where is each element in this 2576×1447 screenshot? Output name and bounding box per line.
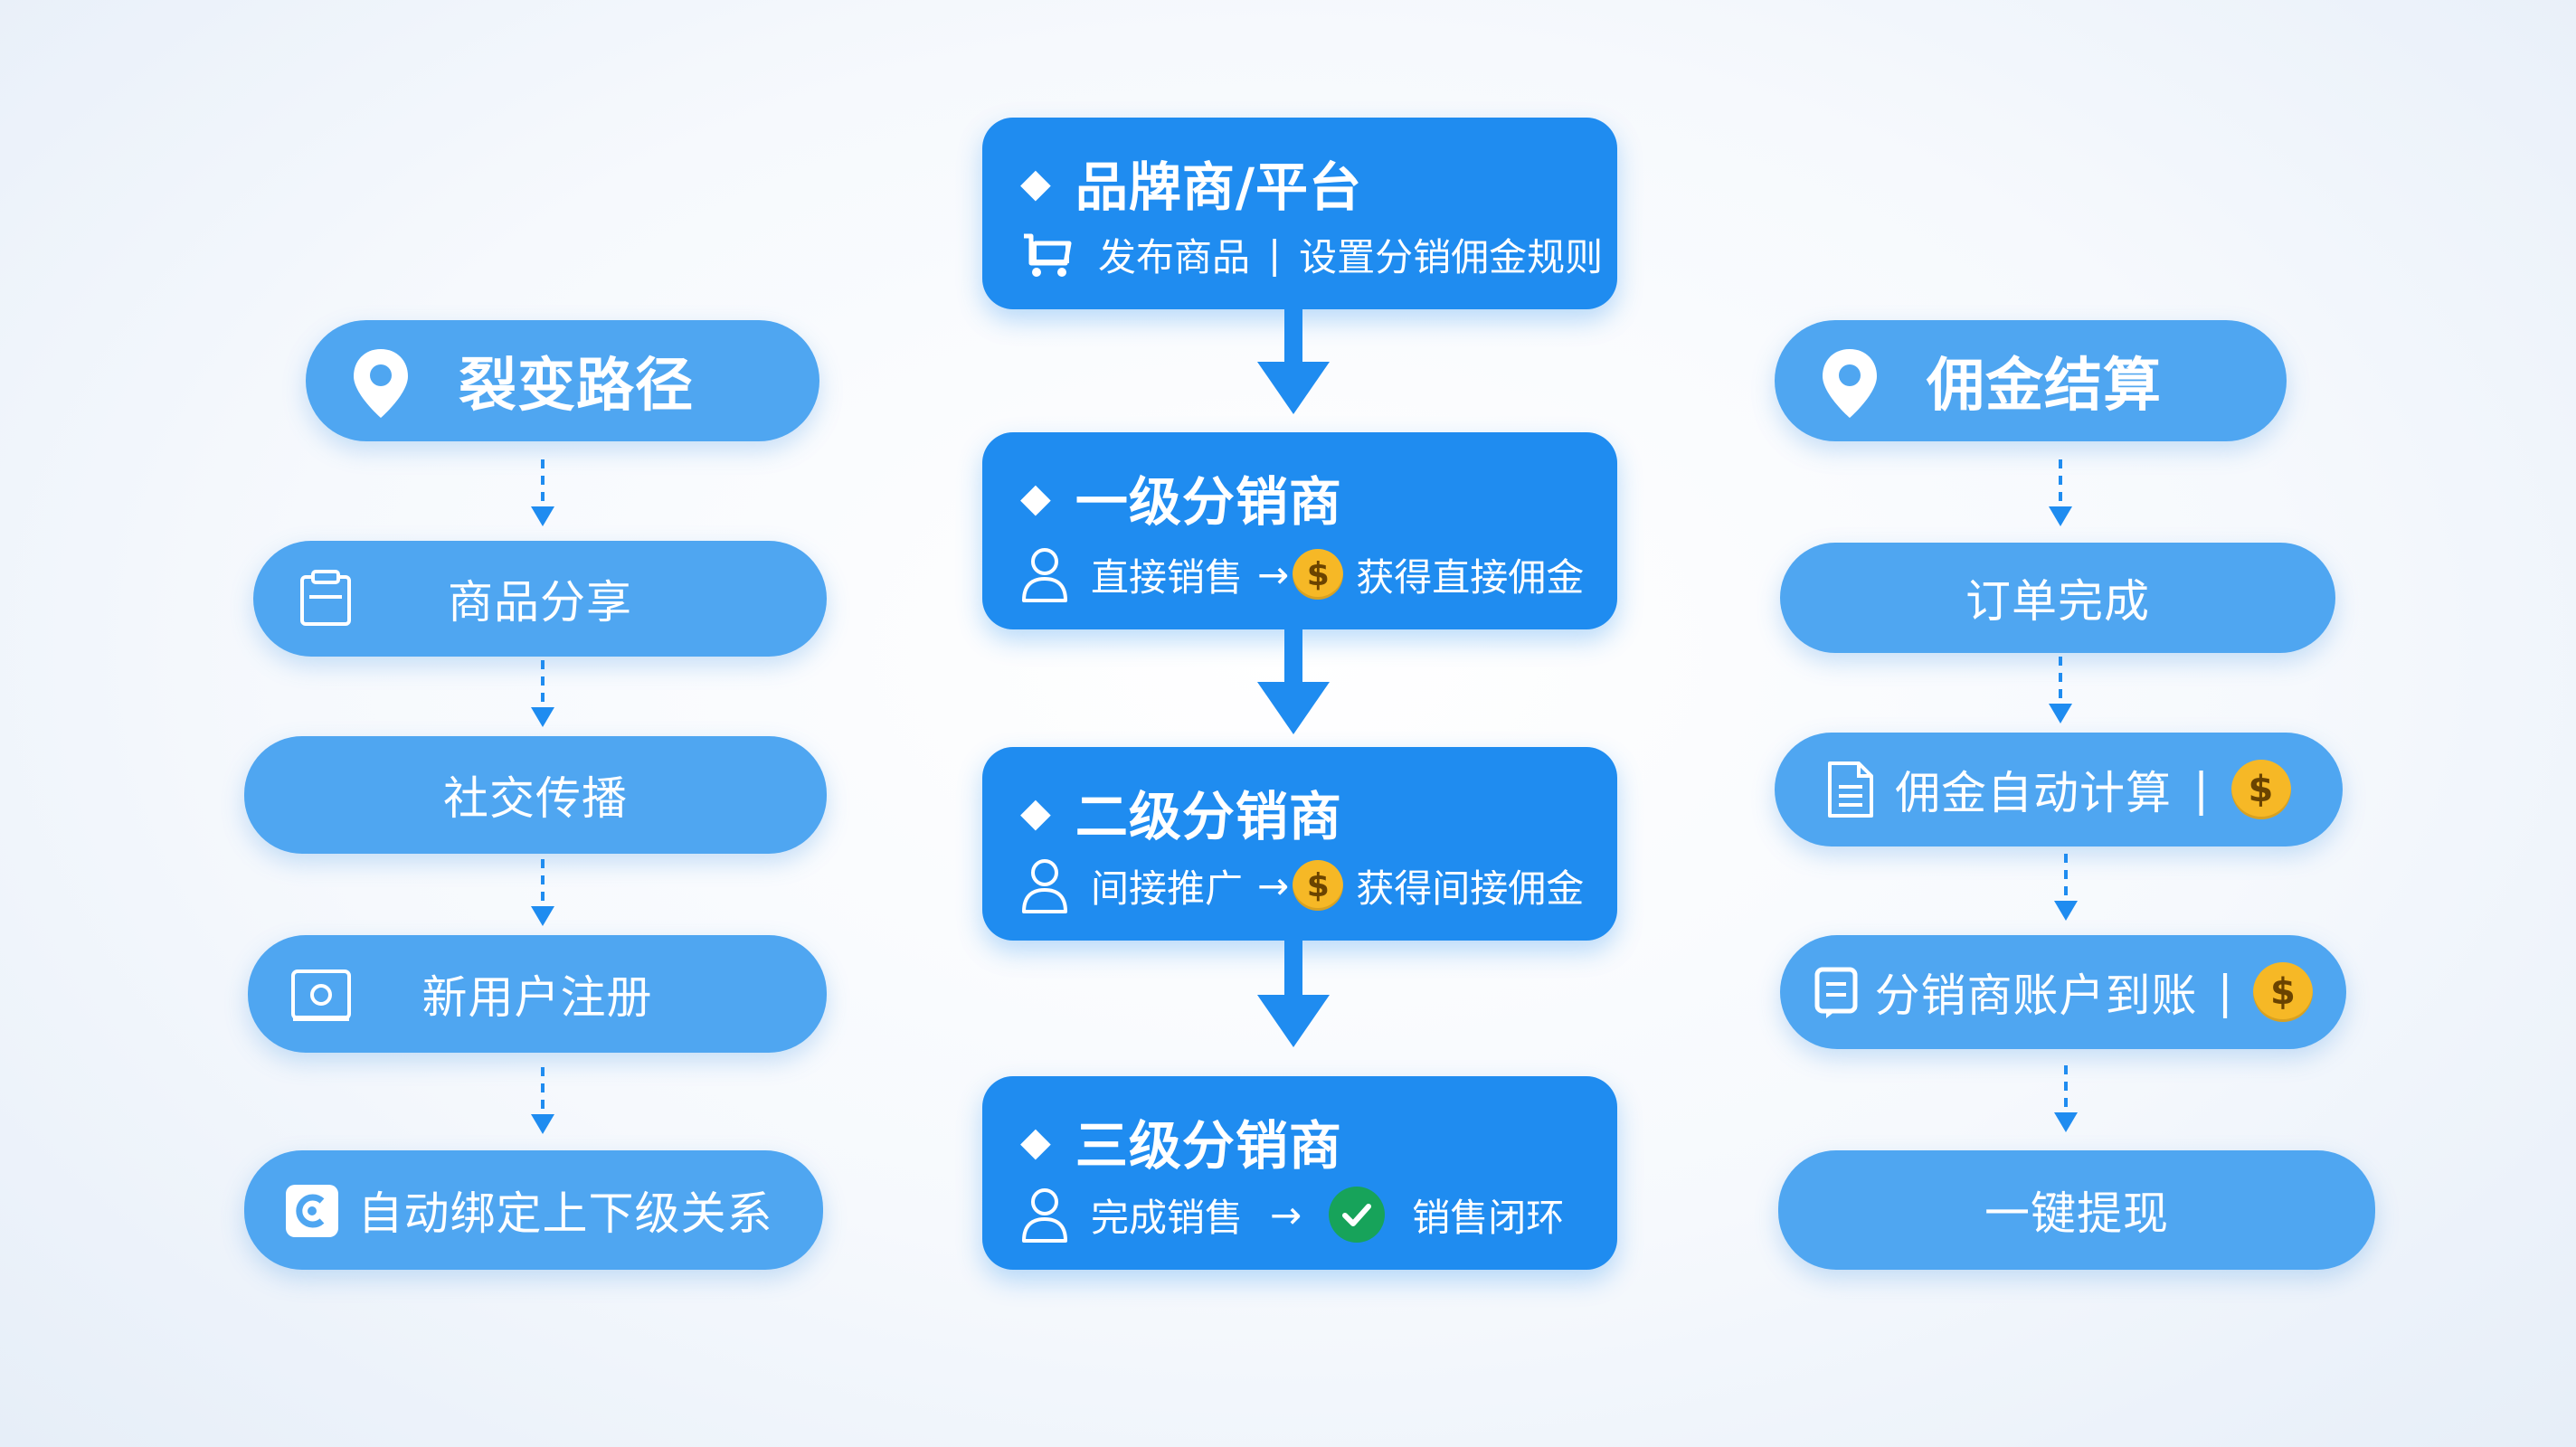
step-account-credited-label: 分销商账户到账 [1874, 969, 2198, 1022]
down-arrow [1257, 307, 1330, 414]
fission-path-title: 裂变路径 [459, 353, 694, 420]
level3-distributor-subtitle: 完成销售 → 销售闭环 [1020, 1187, 1564, 1243]
step-social-spread-label: 社交传播 [443, 772, 628, 825]
dashed-arrow [531, 1067, 554, 1134]
step-new-user-register-label: 新用户注册 [421, 971, 653, 1024]
step-one-click-withdraw[interactable]: 一键提现 [1778, 1150, 2375, 1270]
level1-distributor-subtitle: 直接销售 → $ 获得直接佣金 [1020, 546, 1584, 602]
step-social-spread[interactable]: 社交传播 [244, 736, 827, 854]
level3-distributor-card[interactable]: ◆ 三级分销商 完成销售 → 销售闭环 [982, 1076, 1617, 1270]
user-icon [1020, 1187, 1069, 1243]
right-arrow-icon: → [1257, 863, 1290, 908]
dashed-arrow [531, 660, 554, 727]
level1-distributor-card[interactable]: ◆ 一级分销商 直接销售 → $ 获得直接佣金 [982, 432, 1617, 629]
level2-distributor-subtitle: 间接推广 → $ 获得间接佣金 [1020, 857, 1584, 913]
document-icon [1826, 760, 1875, 819]
brand-platform-subtitle: 发布商品 | 设置分销佣金规则 [1020, 227, 1603, 282]
dashed-arrow [2054, 1065, 2078, 1132]
checkmark-icon [1329, 1187, 1386, 1243]
diamond-icon: ◆ [1020, 474, 1052, 521]
level2-distributor-title: ◆ 二级分销商 [1020, 786, 1342, 847]
dashed-arrow [531, 859, 554, 926]
commission-settlement-header: 佣金结算 [1775, 320, 2287, 441]
step-order-complete-label: 订单完成 [1965, 575, 2150, 628]
diamond-icon: ◆ [1020, 159, 1052, 206]
down-arrow [1257, 941, 1330, 1047]
user-icon [1020, 546, 1069, 602]
step-product-share-label: 商品分享 [448, 576, 632, 629]
coin-icon: $ [1293, 860, 1344, 911]
register-icon [289, 964, 353, 1024]
step-one-click-withdraw-label: 一键提现 [1984, 1187, 2169, 1240]
link-bind-icon [284, 1183, 340, 1239]
dashed-arrow [531, 459, 554, 526]
commission-settlement-title: 佣金结算 [1927, 353, 2162, 420]
diamond-icon: ◆ [1020, 1118, 1052, 1165]
level1-distributor-title: ◆ 一级分销商 [1020, 471, 1342, 533]
diamond-icon: ◆ [1020, 789, 1052, 836]
brand-platform-title: ◆ 品牌商/平台 [1020, 156, 1363, 218]
dashed-arrow [2049, 459, 2072, 526]
right-arrow-icon: → [1270, 1192, 1302, 1237]
clipboard-icon [297, 570, 355, 628]
right-arrow-icon: → [1257, 552, 1290, 597]
dashed-arrow [2054, 854, 2078, 921]
step-order-complete[interactable]: 订单完成 [1780, 543, 2335, 653]
down-arrow [1257, 628, 1330, 734]
user-icon [1020, 857, 1069, 913]
location-pin-icon [351, 347, 411, 420]
cart-icon [1020, 231, 1075, 279]
dashed-arrow [2049, 657, 2072, 724]
step-auto-bind-label: 自动绑定上下级关系 [357, 1187, 773, 1240]
step-new-user-register[interactable]: 新用户注册 [248, 935, 827, 1053]
coin-icon: $ [2253, 962, 2314, 1022]
step-account-credited[interactable]: 分销商账户到账 | $ [1780, 935, 2346, 1049]
fission-path-header: 裂变路径 [306, 320, 819, 441]
step-auto-commission-calc[interactable]: 佣金自动计算 | $ [1775, 733, 2343, 846]
step-product-share[interactable]: 商品分享 [253, 541, 827, 657]
coin-icon: $ [1293, 549, 1344, 600]
level2-distributor-card[interactable]: ◆ 二级分销商 间接推广 → $ 获得间接佣金 [982, 747, 1617, 941]
location-pin-icon [1820, 347, 1880, 420]
step-auto-bind[interactable]: 自动绑定上下级关系 [244, 1150, 823, 1270]
step-auto-commission-calc-label: 佣金自动计算 [1895, 767, 2173, 819]
brand-platform-card[interactable]: ◆ 品牌商/平台 发布商品 | 设置分销佣金规则 [982, 118, 1617, 309]
wallet-icon [1814, 964, 1859, 1020]
level3-distributor-title: ◆ 三级分销商 [1020, 1115, 1342, 1177]
coin-icon: $ [2230, 760, 2291, 819]
